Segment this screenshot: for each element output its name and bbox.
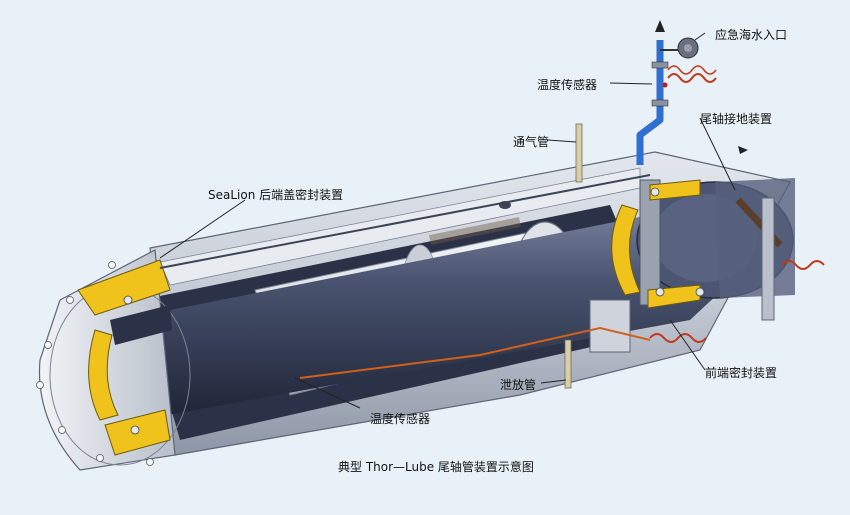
shaft-grounding-device — [735, 197, 783, 321]
label-emergency-inlet: 应急海水入口 — [715, 28, 788, 42]
label-aft-seal: SeaLion 后端盖密封装置 — [208, 188, 344, 202]
aft-seal — [77, 259, 172, 456]
label-temp-sensor-top: 温度传感器 — [537, 78, 598, 92]
label-shaft-grounding: 尾轴接地装置 — [700, 112, 773, 126]
label-forward-seal: 前端密封装置 — [705, 366, 778, 380]
line-fitting — [499, 201, 511, 209]
leader-lines — [159, 32, 736, 409]
figure-caption: 典型 Thor—Lube 尾轴管装置示意图 — [338, 460, 534, 474]
emergency-inlet-pipe — [636, 20, 699, 165]
label-drain-pipe: 泄放管 — [500, 378, 537, 392]
label-vent-pipe: 通气管 — [513, 135, 550, 149]
label-temp-sensor-bottom: 温度传感器 — [370, 412, 431, 426]
arrow-head-grounding — [738, 146, 748, 154]
forward-seal-assembly — [589, 179, 705, 353]
propeller-shaft — [120, 178, 795, 420]
drain-pipe — [564, 339, 572, 389]
sensor-wire — [299, 65, 825, 379]
vent-pipe — [575, 123, 583, 183]
lubrication-line — [159, 174, 651, 269]
